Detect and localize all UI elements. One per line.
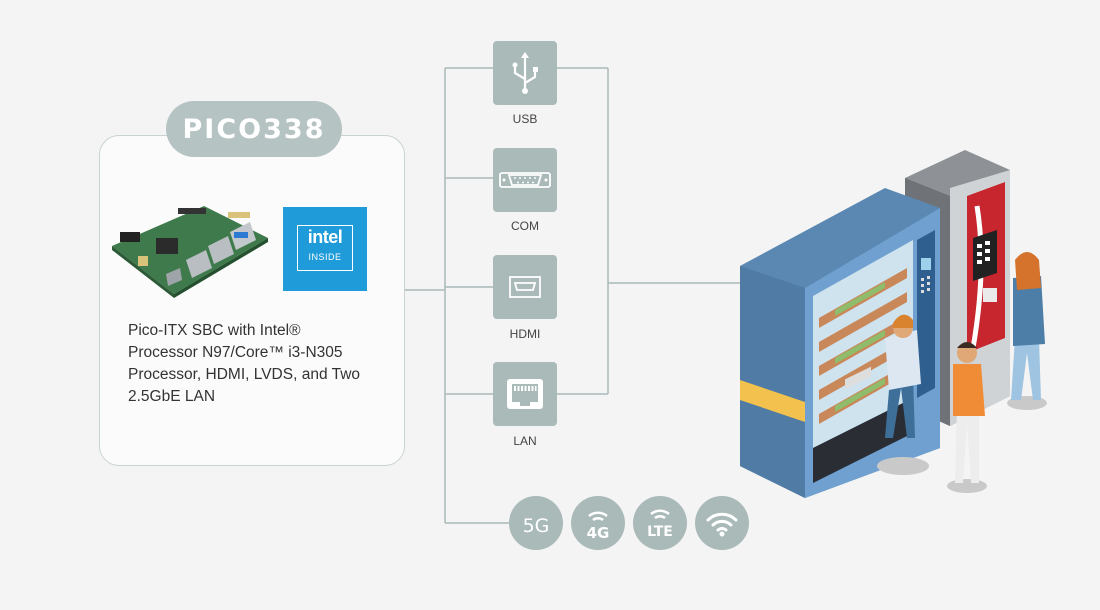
wifi-icon	[706, 512, 738, 537]
product-card	[99, 135, 405, 466]
com-port-tile	[493, 148, 557, 212]
description-line: Processor, HDMI, LVDS, and Two	[128, 366, 361, 383]
intel-logo-sub: INSIDE	[308, 252, 342, 262]
lan-label: LAN	[513, 434, 537, 448]
hdmi-icon	[509, 276, 541, 298]
4g-badge: 4G	[571, 496, 625, 550]
usb-label: USB	[512, 112, 538, 126]
board-image	[112, 206, 268, 298]
com-label: COM	[511, 219, 539, 233]
ethernet-port-icon	[507, 379, 543, 409]
vending-machine-illustration	[740, 150, 1047, 498]
description-line: Pico-ITX SBC with Intel®	[128, 322, 301, 339]
hdmi-port-tile	[493, 255, 557, 319]
product-name-badge: PICO338	[166, 101, 342, 157]
5g-text: 5G	[523, 515, 550, 537]
intel-logo-frame	[297, 225, 353, 271]
description-line: Processor N97/Core™ i3-N305	[128, 344, 343, 361]
hdmi-label: HDMI	[509, 327, 541, 341]
lan-port-tile	[493, 362, 557, 426]
usb-icon	[512, 52, 538, 94]
lte-icon: LTE	[647, 509, 673, 540]
4g-text: 4G	[587, 524, 610, 542]
5g-icon: 5G	[523, 515, 550, 537]
4g-icon: 4G	[587, 511, 610, 542]
wifi-badge	[695, 496, 749, 550]
intel-logo-word: intel	[307, 227, 343, 247]
lte-badge: LTE	[633, 496, 687, 550]
serial-port-icon	[499, 172, 551, 188]
usb-port-tile	[493, 41, 557, 105]
5g-badge: 5G	[509, 496, 563, 550]
description-line: 2.5GbE LAN	[128, 388, 216, 405]
intel-inside-logo: intel INSIDE	[283, 207, 367, 291]
product-description: Pico-ITX SBC with Intel® Processor N97/C…	[128, 320, 388, 408]
lte-text: LTE	[647, 524, 673, 540]
